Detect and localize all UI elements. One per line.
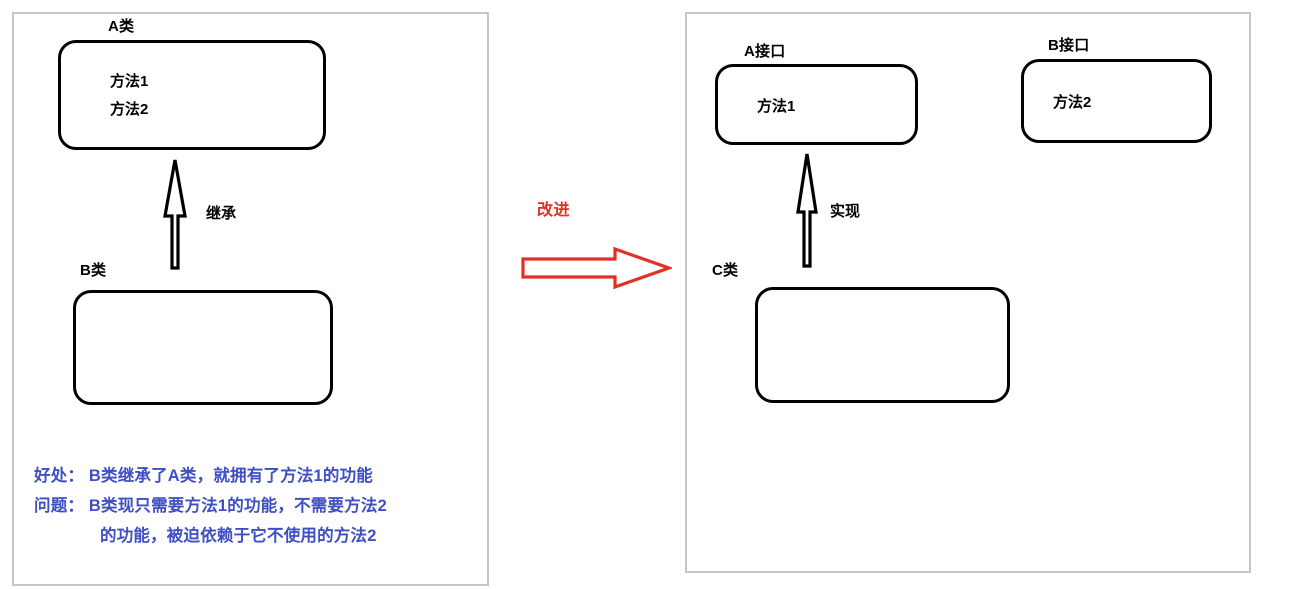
note-line-problem-1: 问题： B类现只需要方法1的功能，不需要方法2 [34,497,387,515]
uml-box-b-class[interactable] [73,290,333,405]
relation-label-realization: 实现 [830,203,861,220]
method-list-a-interface: 方法1 [757,98,796,115]
box-title-b-class: B类 [80,262,107,279]
uml-box-c-class[interactable] [755,287,1010,403]
box-title-c-class: C类 [712,262,739,279]
method-list-a-class: 方法1 方法2 [110,68,148,124]
method-item: 方法2 [110,101,149,118]
note-line-problem-2: 的功能，被迫依赖于它不使用的方法2 [100,527,377,545]
uml-box-b-interface[interactable] [1021,59,1212,143]
improvement-right-arrow-icon [521,247,672,289]
method-list-b-interface: 方法2 [1053,94,1092,111]
notes-block: 好处： B类继承了A类，就拥有了方法1的功能 问题： B类现只需要方法1的功能，… [34,461,474,551]
box-title-b-interface: B接口 [1048,37,1090,54]
uml-box-a-class[interactable] [58,40,326,150]
inheritance-arrow-icon [163,159,187,270]
note-line-benefit: 好处： B类继承了A类，就拥有了方法1的功能 [34,467,373,485]
box-title-a-interface: A接口 [744,43,786,60]
box-title-a-class: A类 [108,18,135,35]
improvement-label: 改进 [537,202,571,219]
method-item: 方法1 [110,73,149,90]
relation-label-inheritance: 继承 [206,205,237,222]
uml-box-a-interface[interactable] [715,64,918,145]
realization-arrow-icon [796,153,818,268]
